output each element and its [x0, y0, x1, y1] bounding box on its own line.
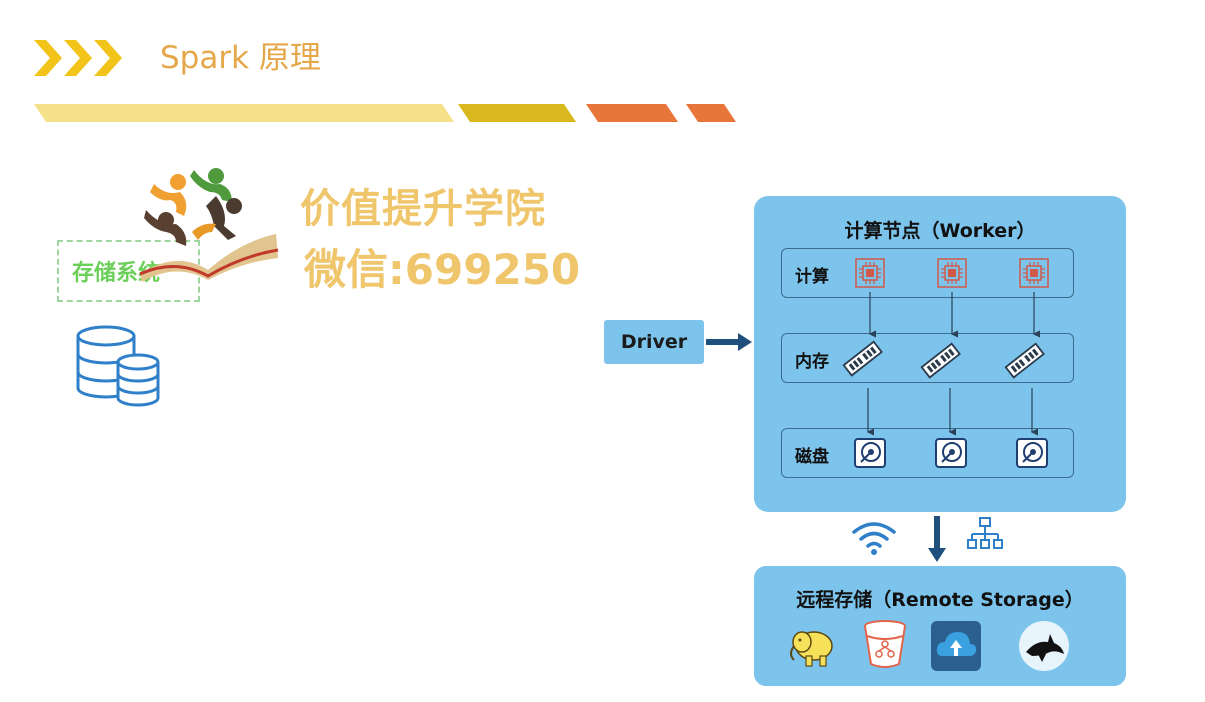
watermark-wechat: 微信:699250: [304, 245, 581, 294]
slide-title: Spark 原理: [160, 40, 321, 76]
worker-to-remote-arrow: [928, 516, 946, 562]
network-icon: [967, 517, 1003, 549]
disk-icon: [935, 438, 967, 468]
bucket-icon: [864, 620, 906, 668]
memory-label: 内存: [795, 352, 829, 372]
watermark-academy-name: 价值提升学院: [300, 186, 546, 232]
cloud-upload-icon: [931, 621, 981, 671]
hadoop-icon: [790, 631, 833, 667]
wifi-icon: [852, 522, 896, 555]
cpu-icon: [937, 258, 967, 288]
worker-title: 计算节点（Worker）: [844, 220, 1036, 242]
chevron-arrows-icon: [34, 40, 122, 76]
disk-row: [781, 428, 1074, 478]
memory-row: [781, 333, 1074, 383]
cpu-icon: [1019, 258, 1049, 288]
memory-icon: [920, 342, 961, 379]
driver-box: Driver: [604, 320, 704, 364]
disk-icon: [854, 438, 886, 468]
orca-icon: [1019, 621, 1069, 671]
header-stripes: [34, 104, 736, 122]
remote-storage-title: 远程存储（Remote Storage）: [796, 589, 1084, 611]
memory-icon: [842, 340, 883, 377]
disk-icon: [1016, 438, 1048, 468]
driver-label: Driver: [620, 331, 688, 353]
worker-connectors: [866, 292, 1040, 436]
compute-row: [781, 248, 1074, 298]
driver-to-worker-arrow: [706, 333, 752, 351]
memory-icon: [1004, 342, 1045, 379]
disk-label: 磁盘: [795, 447, 829, 467]
compute-label: 计算: [795, 267, 829, 287]
cpu-icon: [855, 258, 885, 288]
academy-logo: [139, 168, 279, 282]
database-icon: [76, 325, 160, 407]
